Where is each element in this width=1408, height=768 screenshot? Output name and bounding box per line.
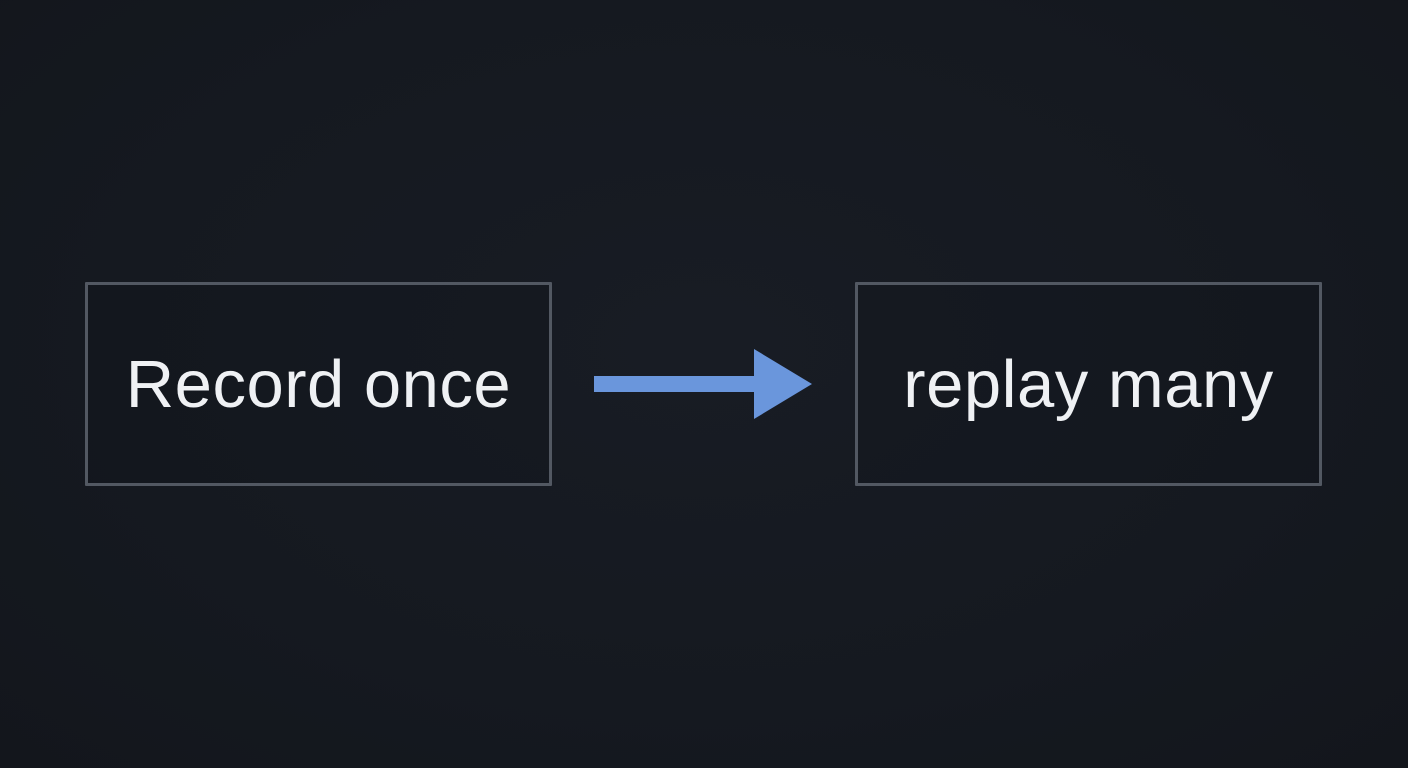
replay-many-box: replay many — [855, 282, 1322, 486]
record-once-label: Record once — [125, 346, 512, 422]
right-arrow-shape — [594, 349, 812, 419]
record-once-box: Record once — [85, 282, 552, 486]
replay-many-label: replay many — [903, 346, 1274, 422]
right-arrow-icon — [594, 349, 812, 419]
